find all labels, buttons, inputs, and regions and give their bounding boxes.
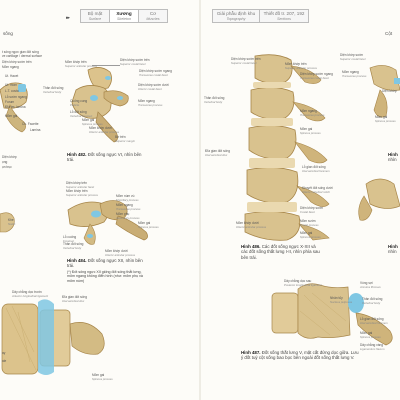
far-right-vertebra-figures xyxy=(358,65,400,221)
top-left-label-5: Ut. Hacet xyxy=(5,74,19,78)
top-left-label-13: Lamina xyxy=(30,128,41,132)
top-left-label-8: Lỗ sườn ngang xyxy=(5,95,27,99)
top-left-label-12: Ch. Facette xyxy=(22,122,39,126)
top-left-label-3: Diện khớp sườn trên xyxy=(2,60,32,64)
fig-484-vertebra-drawing xyxy=(67,200,148,245)
top-left-label-7: L.T. costa xyxy=(5,89,19,93)
mid-left-label-1: Diện khớp xyxy=(2,155,17,159)
top-left-label-10: Đĩa tm. lamina xyxy=(5,105,26,109)
top-left-label-1: t sống ngực gian đốt sống xyxy=(2,50,39,54)
mid-left-label-3: ụn trục xyxy=(2,165,12,169)
top-left-label-11: Mỏm gai xyxy=(5,114,18,118)
top-left-label-9: Forum xyxy=(5,100,15,104)
fig-484-caption: Hình 484. Đốt sống ngực XII, nhìn bên tr… xyxy=(67,258,143,269)
fig-487-caption: Hình 487. Đốt sống thắt lưng V, mặt cắt … xyxy=(241,350,359,361)
bottom-left-label-5: ale xyxy=(2,359,7,363)
fig-482-vertebra-drawing xyxy=(71,67,129,143)
nav-arrows-icon[interactable]: ▸▸ xyxy=(66,15,70,21)
bottom-left-sagittal-section-drawing xyxy=(1,299,105,375)
thoracic-vertebra-partial-figure xyxy=(0,82,28,133)
top-left-label-6: Ut. mom xyxy=(5,83,18,87)
fig-486-caption: Hình 486. Các đốt sống ngực X-XII và các… xyxy=(241,244,320,260)
left-section-title: sống xyxy=(3,31,13,36)
page-gutter xyxy=(199,0,201,400)
fig-487-sagittal-section-drawing xyxy=(271,283,393,346)
top-left-label-2: ve cartilage / dermal surface xyxy=(2,54,43,58)
fig-482-caption: Hình 482. Đốt sống ngực VI, nhìn bên trá… xyxy=(67,152,142,163)
right-section-title: Cột xyxy=(385,31,393,36)
far-right-label-3: Diện khớp xyxy=(382,89,397,93)
far-right-caption-2: Hình nhìn xyxy=(388,244,398,255)
mid-left-label-2: ọng xyxy=(2,160,8,164)
far-right-caption-1: Hình nhìn xyxy=(388,152,398,163)
fig-486-vertebral-column-drawing xyxy=(244,54,330,241)
leader-line xyxy=(92,65,120,66)
partial-vertebra-icon xyxy=(0,212,15,233)
bottom-left-label-4: ay xyxy=(2,351,6,355)
fig-484-note: (*) Đốt sống ngực XII giống đốt sống thắ… xyxy=(67,270,143,283)
top-left-label-4: Mỏm ngang xyxy=(2,65,19,69)
